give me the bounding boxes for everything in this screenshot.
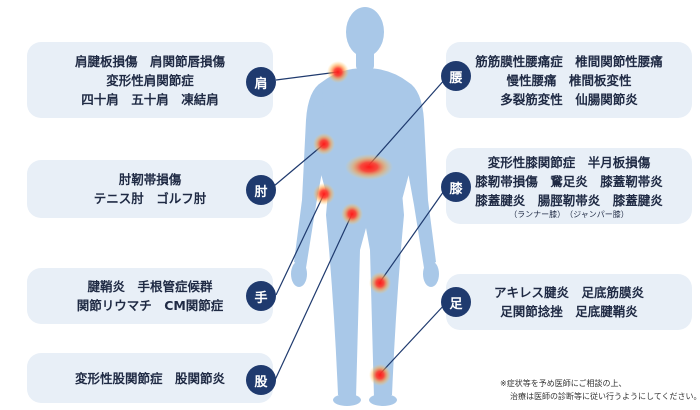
connector-knee [379, 187, 447, 283]
shoulder-badge: 肩 [246, 67, 276, 97]
lower-back-box: 筋筋膜性腰痛症 椎間関節性腰痛 慢性腰痛 椎間板変性 多裂筋変性 仙腸関節炎 [446, 42, 692, 118]
lower-back-badge: 腰 [441, 61, 471, 91]
lower-back-line: 慢性腰痛 椎間板変性 [506, 72, 632, 88]
knee-badge: 膝 [441, 172, 471, 202]
elbow-line: 肘靭帯損傷 [118, 172, 182, 187]
foot-line: 足関節捻挫 足底腱鞘炎 [500, 304, 638, 319]
footnote: ※症状等を予め医師にご相談の上、 治療は医師の診断等に従い行うようにしてください… [500, 377, 700, 403]
shoulder-line: 四十肩 五十肩 凍結肩 [81, 91, 219, 107]
knee-box: 変形性膝関節症 半月板損傷 膝靭帯損傷 鵞足炎 膝蓋靭帯炎 膝蓋腱炎 腸脛靭帯炎… [446, 148, 692, 224]
hotspot-elbow [313, 133, 335, 155]
hotspot-lower-back [345, 154, 393, 180]
hand-badge: 手 [246, 281, 276, 311]
human-silhouette [291, 7, 439, 406]
connector-hand [275, 193, 325, 296]
hotspot-foot [369, 364, 391, 386]
hotspot-knee [369, 272, 391, 294]
hotspot-hip [341, 203, 363, 225]
hotspot-shoulder [327, 61, 349, 83]
elbow-line: テニス肘 ゴルフ肘 [93, 191, 207, 206]
hip-line: 変形性股関節症 股関節炎 [74, 370, 225, 386]
knee-line: 変形性膝関節症 半月板損傷 [487, 154, 651, 170]
lower-back-line: 筋筋膜性腰痛症 椎間関節性腰痛 [475, 53, 663, 69]
elbow-badge: 肘 [246, 175, 276, 205]
hip-badge: 股 [246, 365, 276, 395]
elbow-box: 肘靭帯損傷 テニス肘 ゴルフ肘 [27, 160, 273, 218]
foot-box: アキレス腱炎 足底筋膜炎 足関節捻挫 足底腱鞘炎 [446, 274, 692, 330]
hand-line: 関節リウマチ CM関節症 [76, 298, 224, 313]
footnote-line: 治療は医師の診断等に従い行うようにしてください。 [510, 392, 700, 401]
shoulder-line: 肩腱板損傷 肩関節唇損傷 [74, 53, 225, 69]
connector-foot [379, 302, 447, 375]
knee-note: （ランナー膝） （ジャンパー膝） [509, 209, 629, 219]
foot-badge: 足 [441, 287, 471, 317]
lower-back-line: 多裂筋変性 仙腸関節炎 [500, 91, 638, 107]
connector-lower-back [368, 77, 447, 166]
knee-line: 膝蓋腱炎 腸脛靭帯炎 膝蓋腱炎 [475, 192, 663, 208]
knee-line: 膝靭帯損傷 鵞足炎 膝蓋靭帯炎 [475, 173, 663, 189]
shoulder-line: 変形性肩関節症 [106, 72, 194, 88]
hand-line: 腱鞘炎 手根管症候群 [87, 279, 213, 294]
hand-box: 腱鞘炎 手根管症候群 関節リウマチ CM関節症 [27, 268, 273, 324]
foot-line: アキレス腱炎 足底筋膜炎 [493, 285, 644, 300]
shoulder-box: 肩腱板損傷 肩関節唇損傷 変形性肩関節症 四十肩 五十肩 凍結肩 [27, 42, 273, 118]
hotspot-hand [313, 183, 335, 205]
hip-box: 変形性股関節症 股関節炎 [27, 353, 273, 403]
connector-hip [274, 213, 353, 381]
hotspots [313, 61, 393, 386]
footnote-line: ※症状等を予め医師にご相談の上、 [500, 379, 627, 388]
connector-lines [273, 71, 447, 381]
